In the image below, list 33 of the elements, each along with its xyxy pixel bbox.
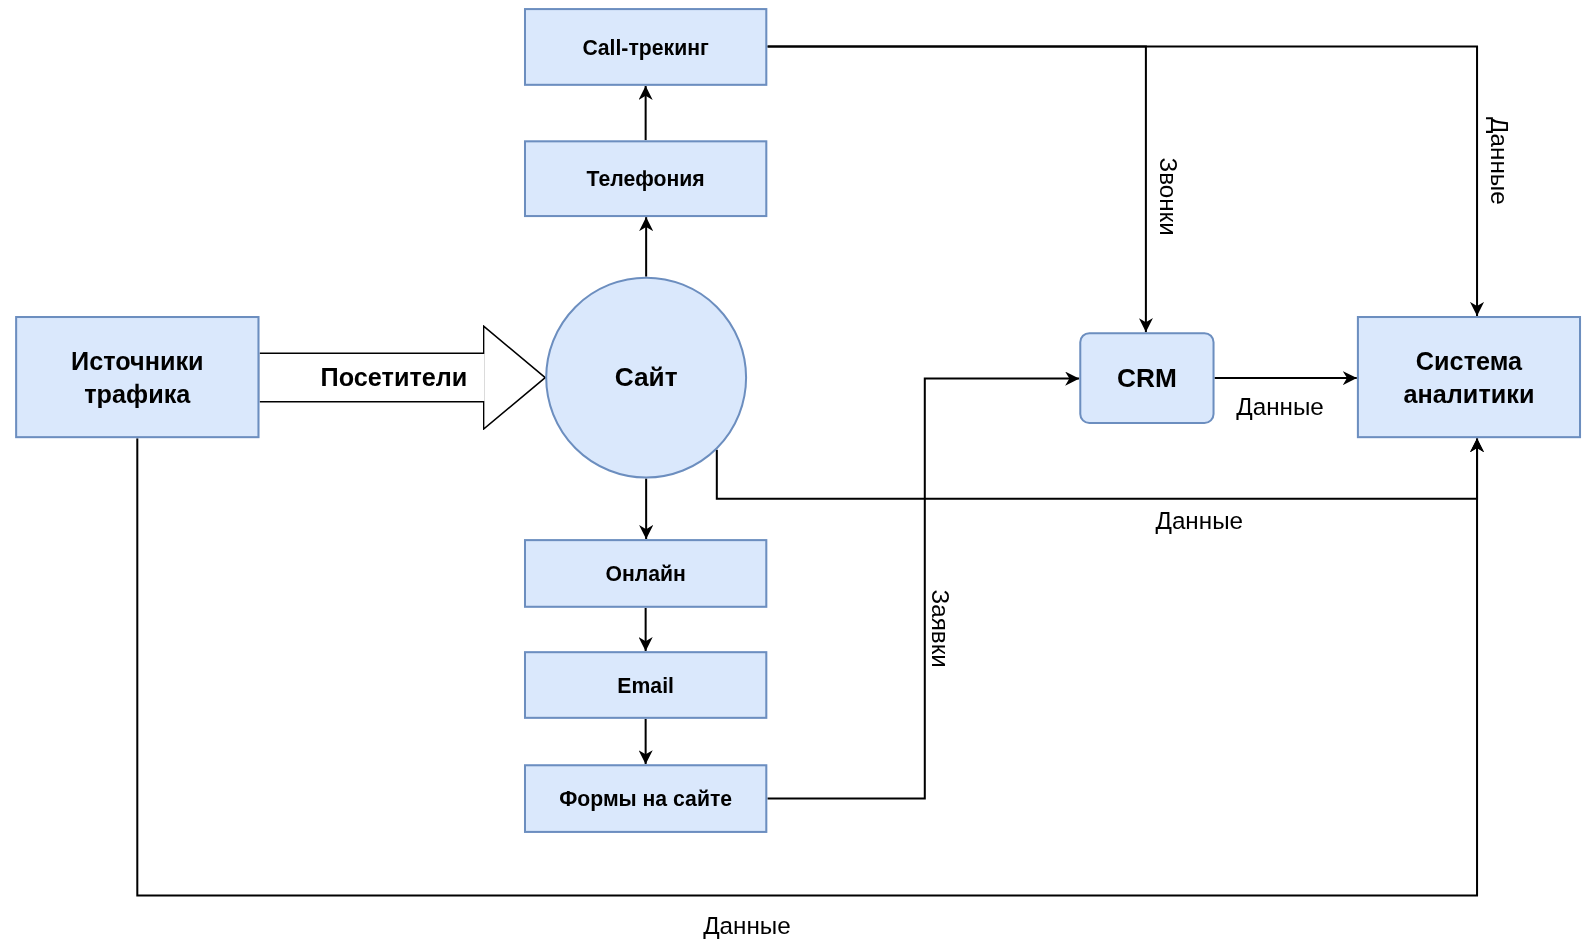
arrow xyxy=(638,607,653,652)
arrow xyxy=(639,217,654,277)
node-label: Онлайн xyxy=(605,560,686,587)
process-box xyxy=(524,8,768,86)
edge-label: Данные xyxy=(1155,507,1244,535)
process-box xyxy=(15,316,260,439)
arrow xyxy=(767,45,1485,316)
arrow xyxy=(767,371,1080,800)
node-label: Система аналитики xyxy=(1402,345,1536,410)
process-box xyxy=(524,764,768,833)
arrow xyxy=(136,438,1485,897)
edge-label: Данные xyxy=(703,912,791,940)
process-box xyxy=(524,539,768,608)
node-label: Сайт xyxy=(614,360,678,394)
edge-label: Звонки xyxy=(1155,157,1182,236)
arrow xyxy=(1214,371,1357,386)
process-box xyxy=(1356,316,1582,439)
node-label: Источники трафика xyxy=(70,345,205,410)
arrow xyxy=(638,718,653,765)
process-box xyxy=(1079,332,1215,425)
process-box xyxy=(524,140,768,218)
arrow xyxy=(639,478,654,540)
arrow xyxy=(638,85,653,141)
edge-label: Посетители xyxy=(320,363,468,392)
process-box xyxy=(524,651,768,719)
node-label: Email xyxy=(617,672,674,699)
edge-label: Данные xyxy=(1485,116,1512,205)
node-label: Формы на сайте xyxy=(559,785,733,813)
node-label: Call-трекинг xyxy=(582,34,709,61)
edge-label: Данные xyxy=(1236,393,1324,421)
edge-label: Заявки xyxy=(926,589,954,668)
node-label: Телефония xyxy=(586,165,705,193)
node-label: CRM xyxy=(1117,361,1177,395)
